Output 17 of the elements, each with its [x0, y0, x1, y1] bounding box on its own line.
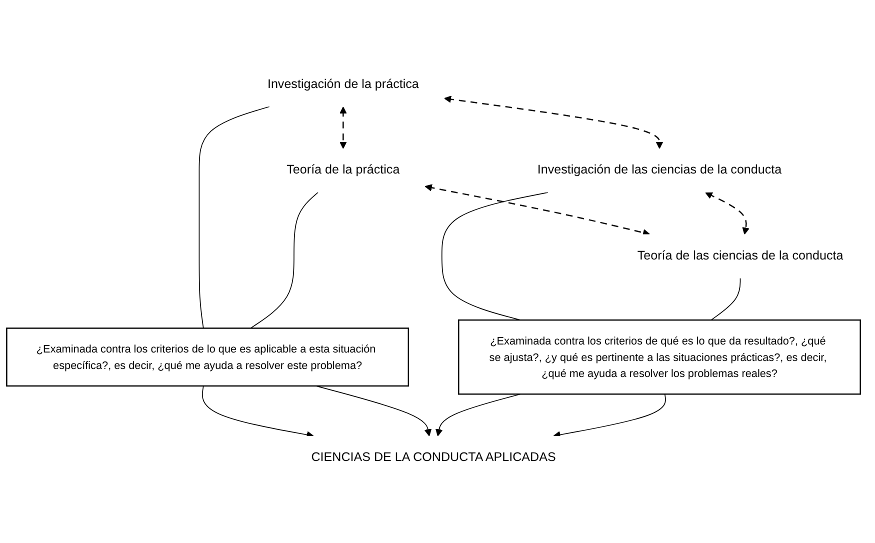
node-text: Investigación de las ciencias de la conducta — [537, 162, 782, 178]
arrow — [424, 184, 650, 236]
arrow — [340, 106, 347, 150]
arrow — [553, 394, 666, 439]
node-text: Teoría de las ciencias de la conducta — [637, 248, 844, 263]
arrow — [202, 386, 314, 439]
node-box: ¿Examinada contra los criterios de qué es lo que da resultado?, ¿qué se ajusta?, ¿y qué es pertinente a las situaciones prácticas?, es decir, ¿qué me ayuda a resolver los problemas reales? — [458, 320, 861, 395]
arrow — [444, 96, 664, 150]
connector — [250, 192, 318, 329]
arrow — [705, 192, 750, 235]
node-text: Teoría de la práctica — [286, 162, 400, 178]
node-text: Investigación de la práctica — [267, 77, 419, 92]
connector — [198, 106, 270, 329]
connector — [710, 278, 741, 321]
node-box: ¿Examinada contra los criterios de lo que es aplicable a esta situación específica?, es decir, ¿qué me ayuda a resolver este problema? — [6, 328, 410, 387]
connector — [441, 192, 548, 321]
node-text: CIENCIAS DE LA CONDUCTA APLICADAS — [311, 450, 556, 465]
